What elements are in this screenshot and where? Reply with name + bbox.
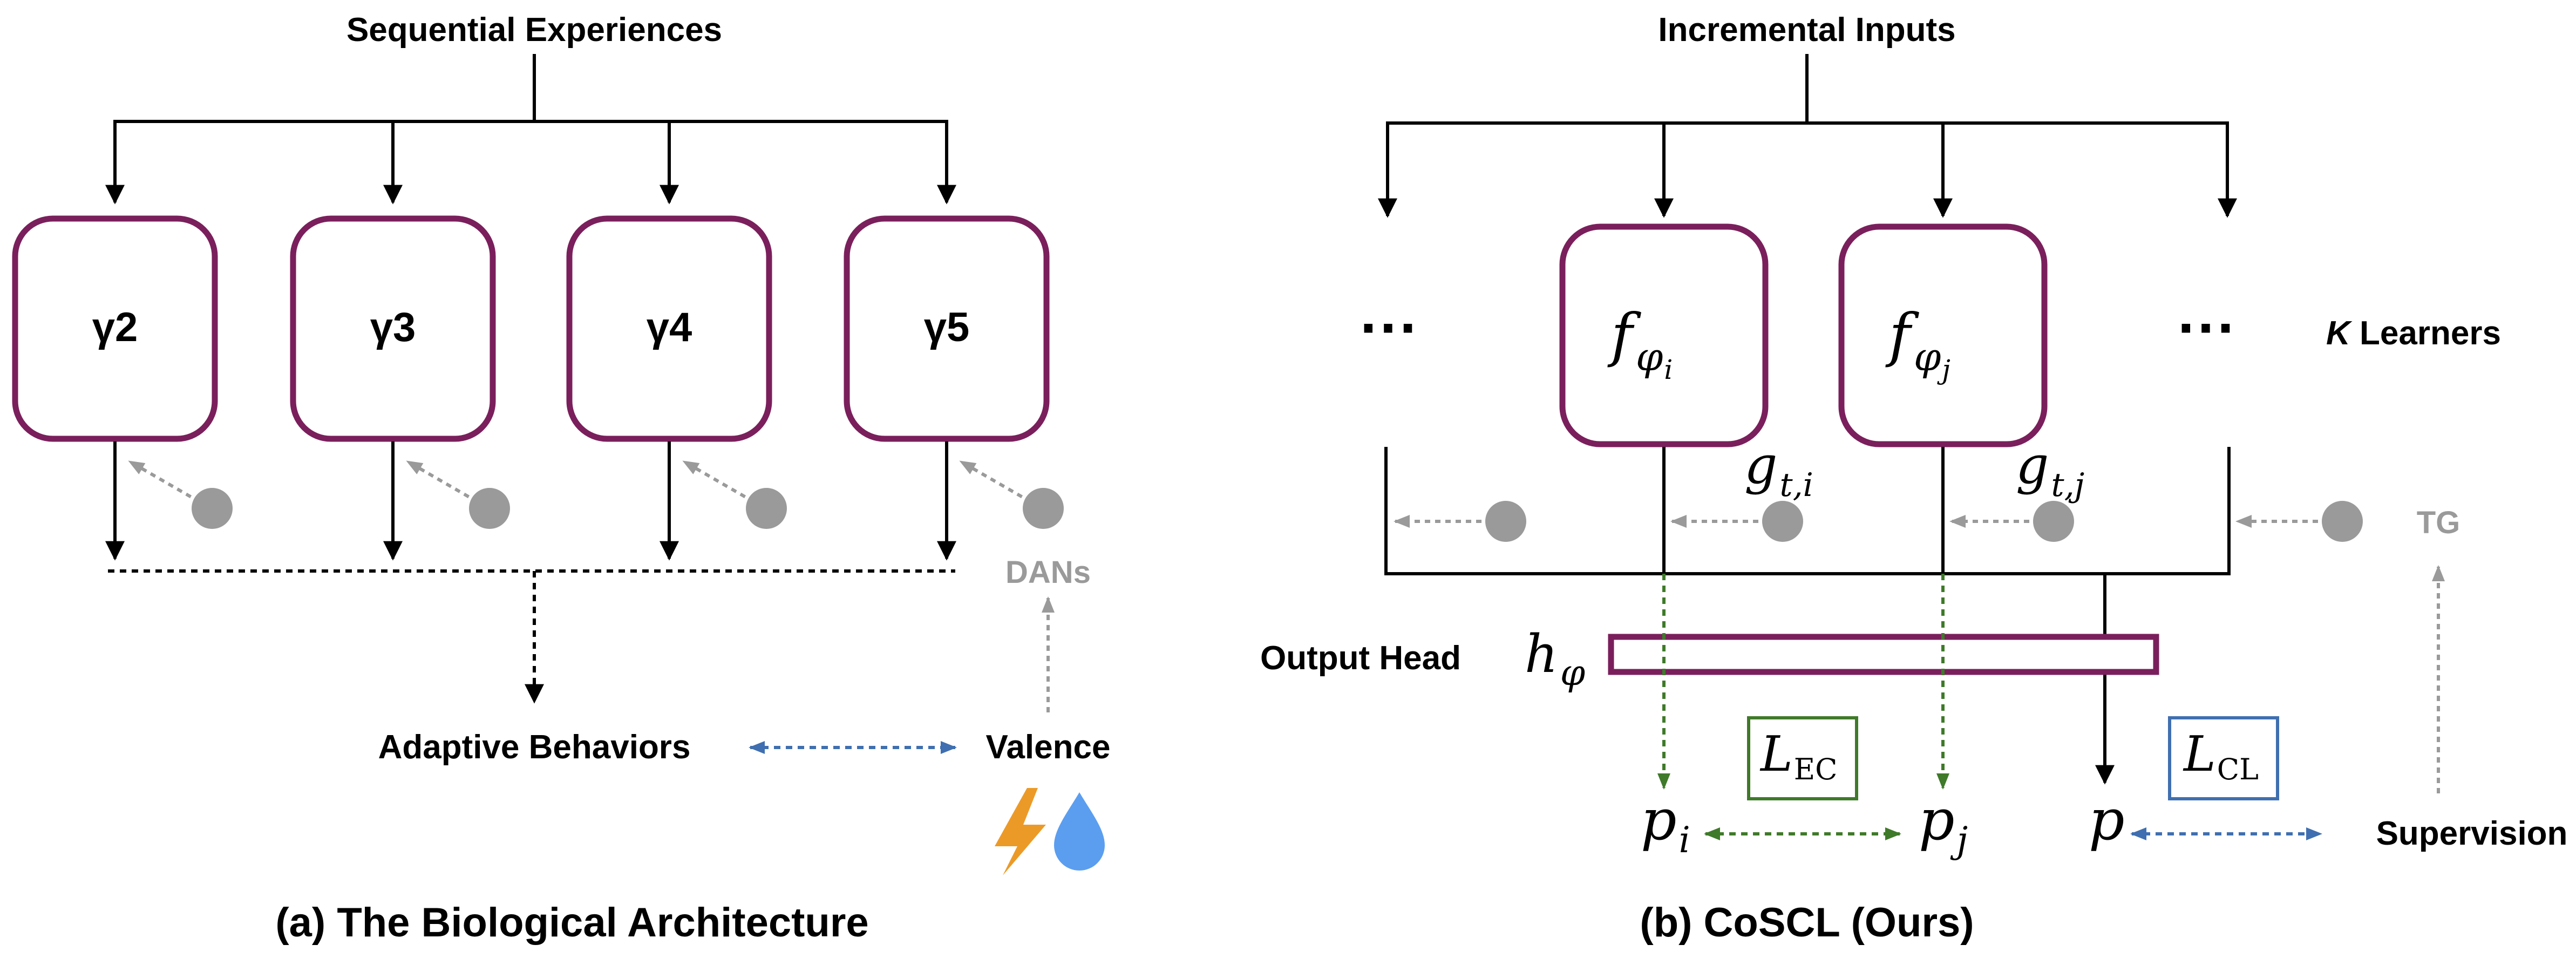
learner-j: fφj bbox=[1838, 223, 2048, 447]
gate-g-t-i: gt,i bbox=[1744, 435, 1813, 504]
lightning-icon bbox=[995, 788, 1046, 875]
dan-dot bbox=[1023, 488, 1064, 529]
ellipsis-left: ··· bbox=[1360, 295, 1419, 361]
module-gamma5: γ5 bbox=[844, 215, 1050, 442]
module-gamma4: γ4 bbox=[566, 215, 772, 442]
left-input-tree bbox=[105, 54, 956, 205]
water-drop-icon bbox=[1054, 792, 1105, 871]
k-learners-label: K Learners bbox=[2326, 315, 2501, 352]
module-gamma2: γ2 bbox=[12, 215, 218, 442]
dans-label: DANs bbox=[1005, 555, 1091, 590]
module-label-gamma5: γ5 bbox=[924, 304, 970, 350]
tg-label: TG bbox=[2417, 505, 2461, 540]
output-head-bar bbox=[1608, 634, 2159, 675]
left-output-lines bbox=[105, 441, 956, 561]
output-head-label: Output Head bbox=[1260, 640, 1461, 677]
module-label-gamma2: γ2 bbox=[92, 304, 138, 350]
caption-coscl: (b) CoSCL (Ours) bbox=[1640, 900, 1974, 946]
gate-dots bbox=[1394, 501, 2363, 542]
module-gamma3: γ3 bbox=[290, 215, 496, 442]
module-label-gamma3: γ3 bbox=[370, 304, 416, 350]
caption-biological: (a) The Biological Architecture bbox=[275, 900, 868, 946]
gate-dot bbox=[2033, 501, 2074, 542]
prediction-p: p bbox=[2089, 787, 2125, 853]
ellipsis-right: ··· bbox=[2178, 295, 2237, 361]
loss-ec-box: LEC bbox=[1747, 716, 1858, 800]
valence-label: Valence bbox=[986, 729, 1111, 766]
sequential-experiences-label: Sequential Experiences bbox=[346, 11, 722, 49]
output-head-formula: hφ bbox=[1525, 624, 1585, 694]
dan-dots bbox=[128, 460, 1064, 529]
dan-dot bbox=[192, 488, 233, 529]
left-panel: Sequential Experiences γ2 γ3 γ4 γ5 bbox=[12, 11, 1111, 946]
gate-dot bbox=[1762, 501, 1803, 542]
prediction-p-i: pi bbox=[1641, 787, 1690, 861]
loss-cl-box: LCL bbox=[2168, 716, 2279, 800]
gate-g-t-j: gt,j bbox=[2016, 435, 2084, 504]
right-panel: Incremental Inputs ··· ··· fφi fφj K Lea… bbox=[1260, 11, 2567, 946]
right-output-lines bbox=[1384, 447, 2231, 785]
loss-ec-formula: LEC bbox=[1759, 726, 1838, 786]
adaptive-behaviors-label: Adaptive Behaviors bbox=[378, 729, 691, 766]
incremental-inputs-label: Incremental Inputs bbox=[1658, 11, 1955, 49]
gate-dot bbox=[2322, 501, 2363, 542]
module-label-gamma4: γ4 bbox=[647, 304, 692, 350]
prediction-p-j: pj bbox=[1919, 787, 1968, 861]
supervision-label: Supervision bbox=[2376, 815, 2568, 852]
right-input-tree bbox=[1378, 54, 2237, 218]
gate-dot bbox=[1485, 501, 1526, 542]
learner-i-formula: fφi bbox=[1607, 302, 1673, 385]
learner-i: fφi bbox=[1559, 223, 1769, 447]
dan-dot bbox=[469, 488, 510, 529]
loss-cl-formula: LCL bbox=[2183, 726, 2259, 786]
dan-dot bbox=[746, 488, 787, 529]
